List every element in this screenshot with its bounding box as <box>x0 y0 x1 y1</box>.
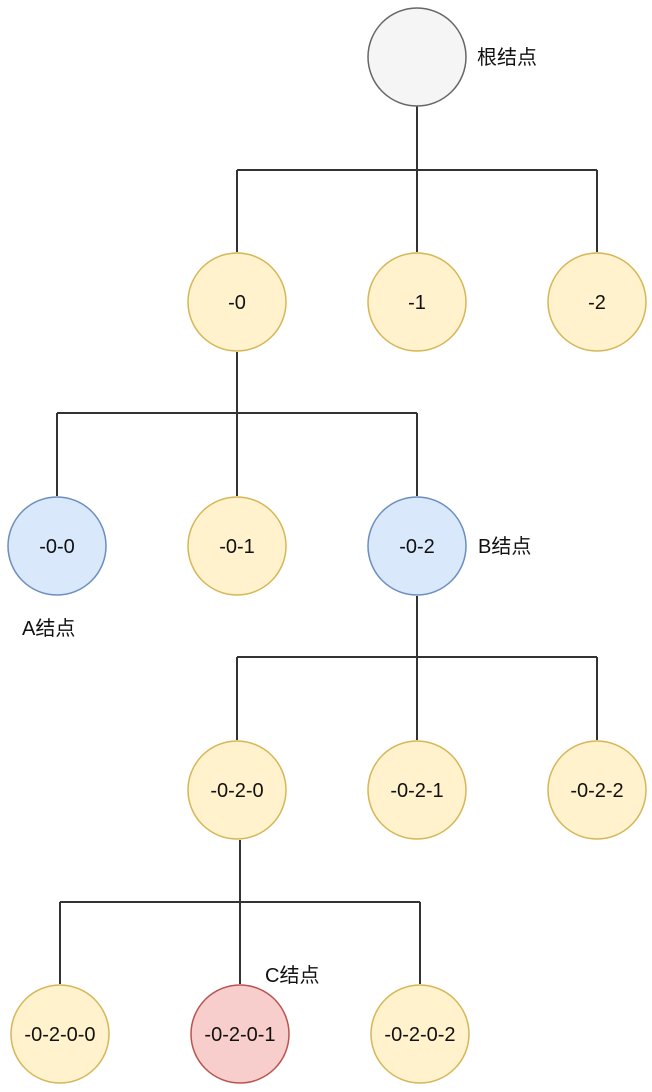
node-0-2-0-0-circle <box>10 984 110 1084</box>
node-0-2-0-circle <box>187 740 287 840</box>
node-2-label: -2 <box>588 292 606 314</box>
node-0-circle <box>187 252 287 352</box>
node-2-circle <box>547 252 647 352</box>
node-0-2-0-0-label: -0-2-0-0 <box>24 1024 95 1046</box>
connector-n02-to-children <box>236 596 598 740</box>
node-0-1-circle <box>187 496 287 596</box>
node-0-label: -0 <box>228 292 246 314</box>
node-0-2-1: -0-2-1 <box>367 740 467 840</box>
root-node <box>367 7 467 107</box>
node-0-2-0-2: -0-2-0-2 <box>370 984 470 1084</box>
node-0-1: -0-1 <box>187 496 287 596</box>
node-0-0-annotation: A结点 <box>22 617 75 640</box>
node-0-2-0-1: -0-2-0-1 <box>190 984 290 1084</box>
node-0-2-0: -0-2-0 <box>187 740 287 840</box>
node-0-2-2-circle <box>547 740 647 840</box>
node-0-2-1-label: -0-2-1 <box>390 780 443 802</box>
connector-root-to-level1 <box>236 106 598 252</box>
node-0-0-circle <box>7 496 107 596</box>
connector-n020-to-children <box>59 840 421 984</box>
root-annotation: 根结点 <box>477 46 537 69</box>
node-0-2-0-1-circle <box>190 984 290 1084</box>
node-0-0: -0-0 <box>7 496 107 596</box>
node-0-2-2-label: -0-2-2 <box>570 780 623 802</box>
node-0-2-0-label: -0-2-0 <box>210 780 263 802</box>
connectors <box>56 106 598 984</box>
node-1: -1 <box>367 252 467 352</box>
node-1-label: -1 <box>408 292 426 314</box>
node-0-2-label: -0-2 <box>399 536 435 558</box>
node-0-2-0-1-label: -0-2-0-1 <box>204 1024 275 1046</box>
node-0-2-1-circle <box>367 740 467 840</box>
node-0-2-0-0: -0-2-0-0 <box>10 984 110 1084</box>
node-0-2-0-2-label: -0-2-0-2 <box>384 1024 455 1046</box>
node-1-circle <box>367 252 467 352</box>
node-0-1-label: -0-1 <box>219 536 255 558</box>
node-0-2-0-2-circle <box>370 984 470 1084</box>
node-0: -0 <box>187 252 287 352</box>
node-0-2: -0-2 <box>367 496 467 596</box>
node-2: -2 <box>547 252 647 352</box>
node-0-0-label: -0-0 <box>39 536 75 558</box>
node-0-2-circle <box>367 496 467 596</box>
node-0-2-annotation: B结点 <box>478 535 531 558</box>
node-0-2-2: -0-2-2 <box>547 740 647 840</box>
root-node-circle <box>367 7 467 107</box>
connector-n0-to-children <box>56 352 418 496</box>
node-0-2-0-1-annotation: C结点 <box>265 964 319 987</box>
